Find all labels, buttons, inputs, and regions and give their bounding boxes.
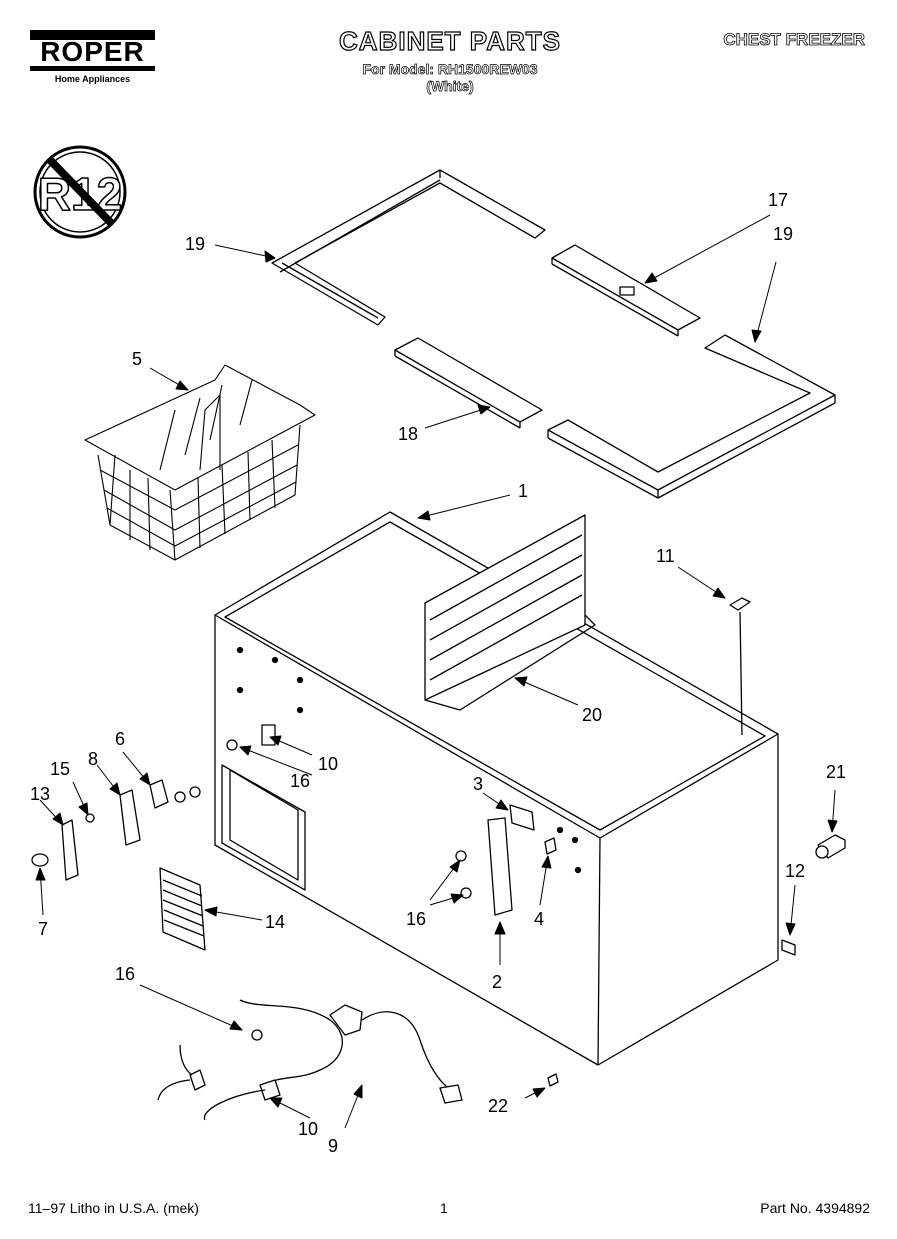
callout-3: 3 [473, 774, 483, 794]
color-line: (White) [426, 78, 474, 95]
breaker-trim-assembly [271, 169, 836, 499]
callout-16-top: 16 [290, 771, 310, 791]
small-parts [31, 597, 846, 1121]
no-r12-badge: R12 [33, 145, 127, 239]
callout-11: 11 [656, 546, 675, 566]
divider-panel [424, 514, 596, 711]
callout-14: 14 [265, 912, 285, 932]
product-type: CHEST FREEZER [723, 30, 865, 50]
callout-17: 17 [768, 190, 788, 210]
page-title: CABINET PARTS [338, 25, 561, 56]
callout-5: 5 [132, 349, 142, 369]
callout-2: 2 [492, 972, 502, 992]
callout-15: 15 [50, 759, 70, 779]
cabinet-body [214, 511, 779, 1066]
wire-basket [84, 364, 316, 561]
callout-19-left: 19 [185, 234, 205, 254]
callout-1: 1 [518, 481, 528, 501]
callout-numbers: 19 17 19 5 18 1 11 20 10 16 6 8 15 13 7 … [30, 190, 846, 1156]
callout-8: 8 [88, 749, 98, 769]
logo-bottom-bar [30, 66, 155, 71]
callout-19-right: 19 [773, 224, 793, 244]
callout-21: 21 [826, 762, 846, 782]
brand-logo: ROPER [40, 36, 145, 67]
callout-13: 13 [30, 784, 50, 804]
callout-20: 20 [582, 705, 602, 725]
callout-4: 4 [534, 909, 544, 929]
litho-note: 11–97 Litho in U.S.A. (mek) [28, 1200, 199, 1216]
callout-16-hinge: 16 [406, 909, 426, 929]
callout-10-top: 10 [318, 754, 338, 774]
page-number: 1 [440, 1200, 448, 1216]
callout-12: 12 [785, 861, 805, 881]
callout-22: 22 [488, 1096, 508, 1116]
callout-6: 6 [115, 729, 125, 749]
callout-10-harness: 10 [298, 1119, 318, 1139]
callout-16-harness: 16 [115, 964, 135, 984]
logo-top-bar [30, 30, 155, 40]
leader-lines [35, 214, 838, 1129]
brand-tagline: Home Appliances [54, 74, 131, 84]
callout-7: 7 [38, 919, 48, 939]
model-line: For Model: RH1500REW03 [362, 61, 538, 78]
part-number: Part No. 4394892 [760, 1200, 870, 1216]
callout-18: 18 [398, 424, 418, 444]
callout-9: 9 [328, 1136, 338, 1156]
